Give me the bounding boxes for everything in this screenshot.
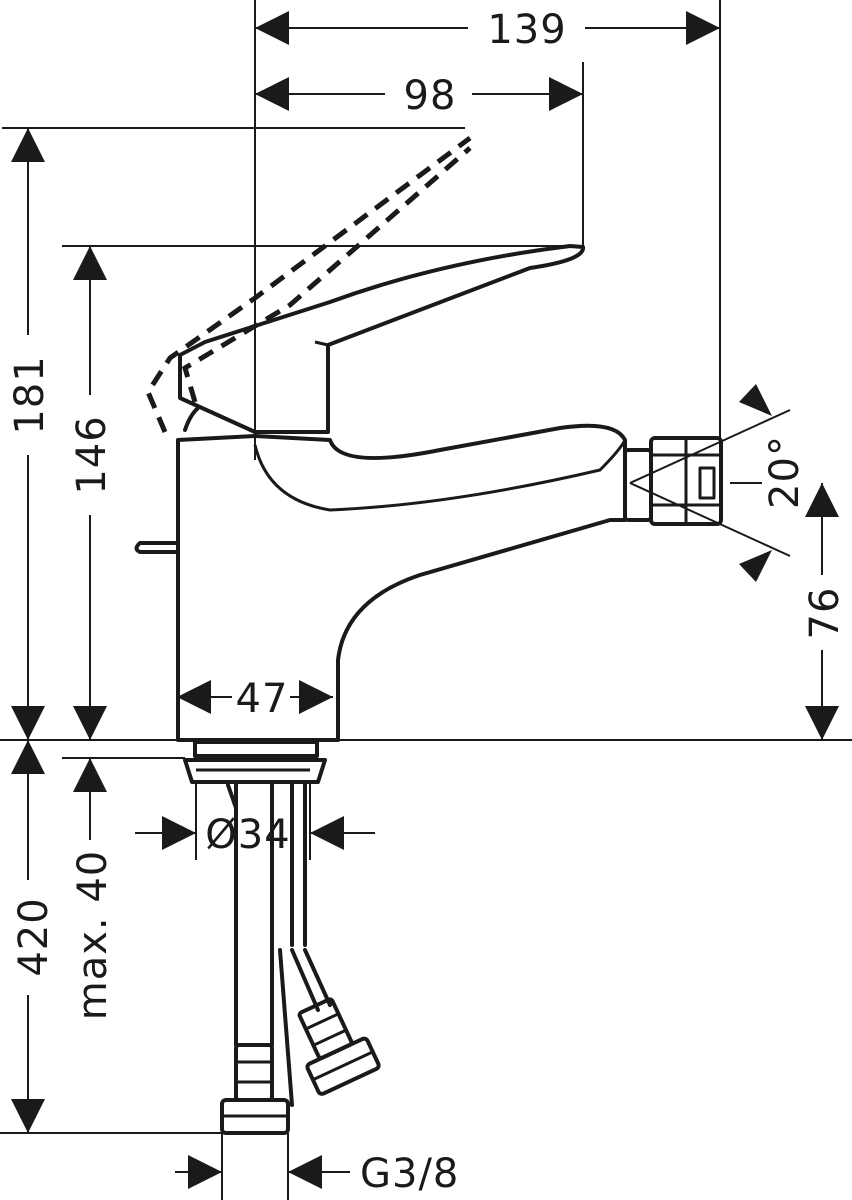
dim-max-deck-thickness-label: max. 40	[70, 850, 116, 1020]
faucet-body	[134, 135, 723, 1135]
dim-spray-angle: 20°	[629, 384, 808, 582]
lever	[178, 244, 585, 434]
hose-connector-angled	[297, 997, 381, 1096]
dim-base-diameter-label: Ø34	[205, 812, 290, 858]
dim-spout-height-label: 76	[802, 587, 848, 640]
dim-overall-width-label: 139	[487, 7, 566, 53]
dim-overall-height: 181	[7, 128, 53, 740]
pop-up-rod	[134, 541, 180, 554]
hose-connector-straight	[220, 1043, 290, 1135]
dim-hose-length: 420	[11, 740, 57, 1133]
dim-base-width-label: 47	[236, 676, 289, 722]
dim-spout-height: 76	[802, 483, 848, 740]
dim-max-deck-thickness: max. 40	[70, 758, 116, 1020]
dim-lever-height: 146	[69, 246, 115, 740]
lever-open-position-outline	[145, 135, 472, 433]
dim-base-width: 47	[177, 676, 333, 722]
dim-hose-length-label: 420	[11, 897, 57, 976]
dim-overall-width: 139	[255, 7, 720, 53]
dim-connection-thread: G3/8	[175, 1151, 459, 1197]
mounting-flange	[183, 740, 327, 784]
dim-connection-thread-label: G3/8	[360, 1151, 459, 1197]
dim-overall-height-label: 181	[7, 355, 53, 434]
faucet-body-outline	[176, 423, 627, 742]
supply-hoses	[226, 780, 332, 1107]
dim-base-diameter: Ø34	[135, 812, 375, 858]
spray-nozzle	[623, 436, 723, 526]
dim-lever-height-label: 146	[69, 415, 115, 494]
dim-spray-angle-label: 20°	[762, 435, 808, 509]
dim-lever-width: 98	[255, 73, 583, 119]
dim-lever-width-label: 98	[404, 73, 457, 119]
